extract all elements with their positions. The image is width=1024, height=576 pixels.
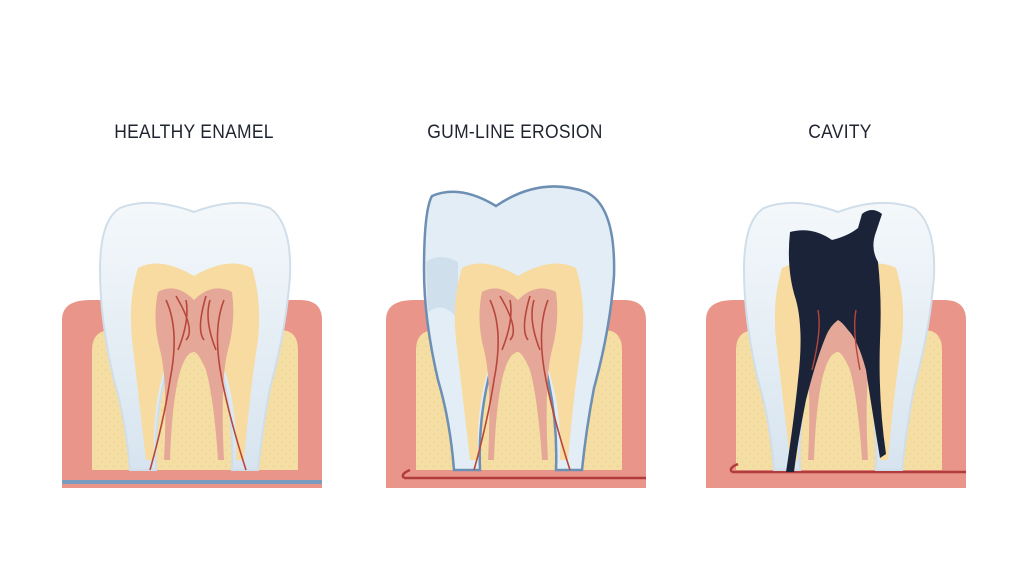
erosion-tooth-panel [386,185,646,488]
panel-title-gum-line-erosion: GUM-LINE EROSION [427,122,603,143]
nerve-lines [473,295,571,471]
tooth-pulp [155,288,234,460]
cavity-tooth-panel [706,201,966,488]
healthy-tooth-panel [62,201,322,488]
tooth-pulp [479,288,558,460]
nerve-lines [811,309,861,371]
panel-title-healthy-enamel: HEALTHY ENAMEL [114,122,274,143]
cavity-decay [786,210,886,472]
erosion-area [426,257,458,320]
panel-title-cavity: CAVITY [808,122,872,143]
nerve-lines [149,295,247,471]
